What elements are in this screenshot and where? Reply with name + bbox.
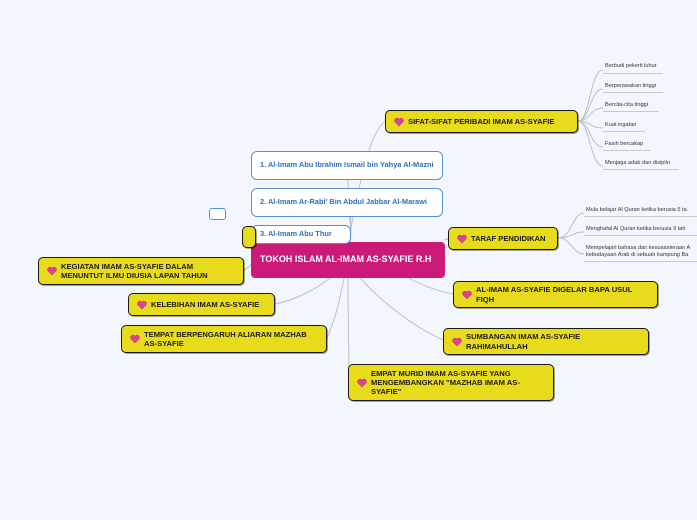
- branch-sumbangan[interactable]: SUMBANGAN IMAM AS-SYAFIE RAHIMAHULLAH: [443, 328, 649, 355]
- branch-tempat-label: TEMPAT BERPENGARUH ALIARAN MAZHAB AS-SYA…: [144, 329, 307, 348]
- leaf-underline: [603, 73, 663, 74]
- branch-tempat[interactable]: TEMPAT BERPENGARUH ALIARAN MAZHAB AS-SYA…: [121, 325, 327, 353]
- heart-icon: [452, 337, 462, 346]
- taraf-leaf-3[interactable]: Mempelajari bahasa dan kesusasteraan A: [586, 245, 691, 251]
- branch-sifat-label: SIFAT-SIFAT PERIBADI IMAM AS-SYAFIE: [408, 116, 555, 126]
- taraf-leaf-4[interactable]: kebudayaan Arab di sebuah kampung Ba: [586, 252, 689, 258]
- leaf-underline: [603, 92, 663, 93]
- leaf-underline: [584, 235, 697, 236]
- student-3[interactable]: 3. Al-Imam Abu Thur: [251, 225, 351, 244]
- branch-kegiatan[interactable]: KEGIATAN IMAM AS-SYAFIE DALAM MENUNTUT I…: [38, 257, 244, 285]
- branch-sifat[interactable]: SIFAT-SIFAT PERIBADI IMAM AS-SYAFIE: [385, 110, 578, 133]
- branch-taraf-label: TARAF PENDIDIKAN: [471, 233, 546, 243]
- branch-kelebihan-label: KELEBIHAN IMAM AS-SYAFIE: [151, 299, 260, 309]
- student-3-label: 3. Al-Imam Abu Thur: [260, 229, 332, 239]
- sifat-leaf-3[interactable]: Bercita-cita tinggi: [605, 102, 648, 108]
- hidden-branch-node[interactable]: [242, 226, 256, 248]
- branch-empat-murid-label: EMPAT MURID IMAM AS-SYAFIE YANG MENGEMBA…: [371, 368, 520, 397]
- heart-icon: [47, 266, 57, 276]
- sifat-leaf-1[interactable]: Berbudi pekerti luhur: [605, 63, 657, 69]
- branch-gelar-label: AL-IMAM AS-SYAFIE DIGELAR BAPA USUL FIQH: [476, 285, 633, 304]
- sifat-leaf-5[interactable]: Fasih bercakap: [605, 141, 644, 147]
- leaf-underline: [603, 131, 645, 132]
- root-topic[interactable]: TOKOH ISLAM AL-IMAM AS-SYAFIE R.H: [251, 242, 445, 278]
- leaf-underline: [603, 169, 679, 170]
- heart-icon: [394, 117, 404, 126]
- branch-sumbangan-label: SUMBANGAN IMAM AS-SYAFIE RAHIMAHULLAH: [466, 332, 581, 351]
- leaf-underline: [603, 150, 651, 151]
- sifat-leaf-6[interactable]: Menjaga adab dan disiplin: [605, 160, 670, 166]
- sifat-leaf-4[interactable]: Kuat ingatan: [605, 122, 637, 128]
- branch-taraf[interactable]: TARAF PENDIDIKAN: [448, 227, 558, 250]
- student-2[interactable]: 2. Al-Imam Ar-Rabi' Bin Abdul Jabbar Al-…: [251, 188, 443, 217]
- leaf-underline: [584, 261, 697, 262]
- taraf-leaf-1[interactable]: Mula belajar Al Quran ketika berusia 5 t…: [586, 207, 687, 213]
- branch-empat-murid[interactable]: EMPAT MURID IMAM AS-SYAFIE YANG MENGEMBA…: [348, 364, 554, 401]
- empty-node[interactable]: [209, 208, 226, 220]
- branch-gelar[interactable]: AL-IMAM AS-SYAFIE DIGELAR BAPA USUL FIQH: [453, 281, 658, 308]
- branch-kegiatan-label: KEGIATAN IMAM AS-SYAFIE DALAM MENUNTUT I…: [61, 261, 208, 280]
- student-1-label: 1. Al-Imam Abu Ibrahim Ismail bin Yahya …: [260, 160, 434, 170]
- student-1[interactable]: 1. Al-Imam Abu Ibrahim Ismail bin Yahya …: [251, 151, 443, 180]
- heart-icon: [457, 234, 467, 243]
- sifat-leaf-2[interactable]: Berperawakan tinggi: [605, 83, 656, 89]
- heart-icon: [130, 334, 140, 344]
- taraf-leaf-2[interactable]: Menghafal Al Quran ketika berusia 9 tah: [586, 226, 686, 232]
- branch-kelebihan[interactable]: KELEBIHAN IMAM AS-SYAFIE: [128, 293, 275, 316]
- heart-icon: [137, 300, 147, 309]
- student-2-label: 2. Al-Imam Ar-Rabi' Bin Abdul Jabbar Al-…: [260, 197, 427, 207]
- leaf-underline: [603, 111, 659, 112]
- leaf-underline: [584, 216, 697, 217]
- root-title: TOKOH ISLAM AL-IMAM AS-SYAFIE R.H: [260, 254, 432, 265]
- heart-icon: [357, 378, 367, 387]
- heart-icon: [462, 290, 472, 299]
